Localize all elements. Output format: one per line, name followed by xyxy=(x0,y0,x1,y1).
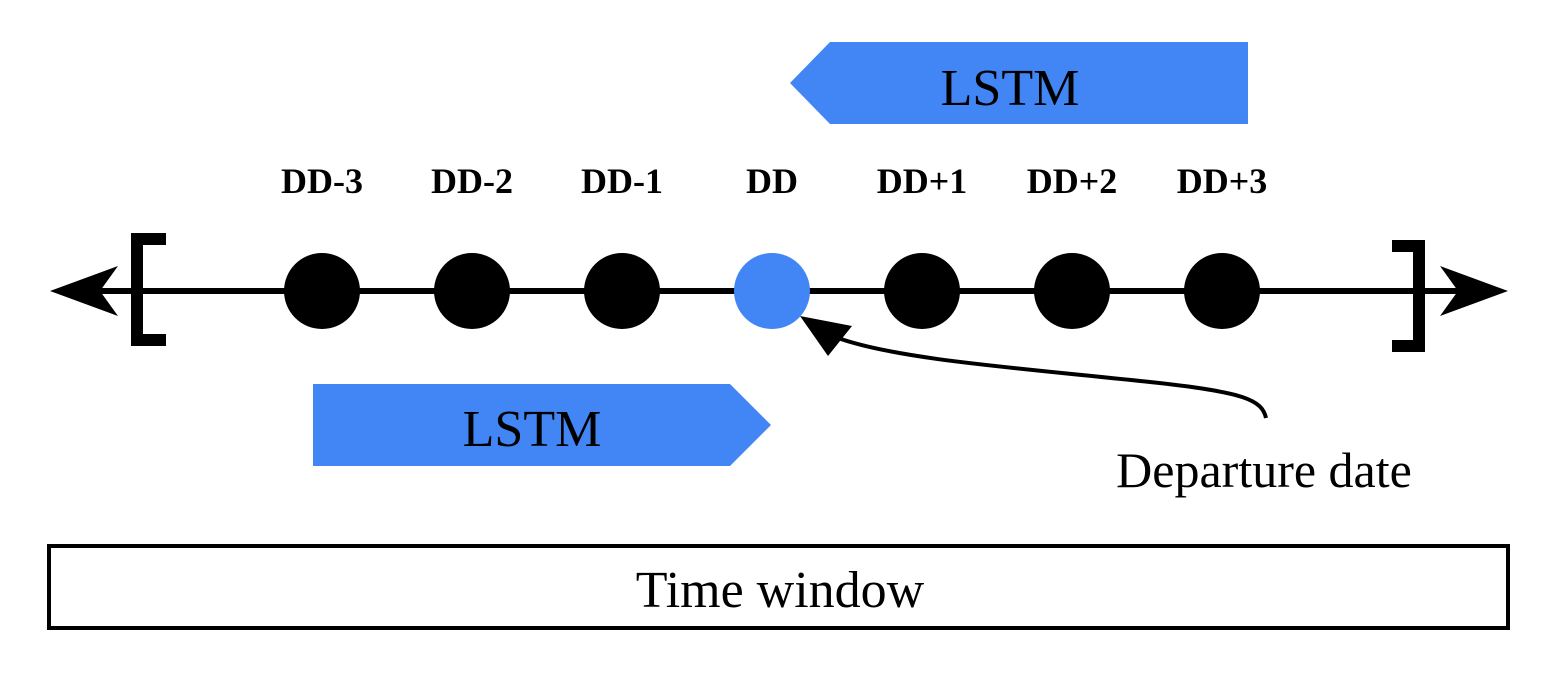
departure-day-dot xyxy=(734,253,810,329)
lstm-backward-label: LSTM xyxy=(941,60,1080,117)
day-label: DD+3 xyxy=(1177,161,1268,201)
day-dot xyxy=(884,253,960,329)
day-labels: DD-3 DD-2 DD-1 DD DD+1 DD+2 DD+3 xyxy=(281,161,1267,201)
lstm-forward-arrow-shape xyxy=(313,384,771,466)
departure-callout: Departure date xyxy=(800,316,1412,498)
time-window: Time window xyxy=(47,544,1510,630)
left-bracket-icon xyxy=(131,233,166,346)
callout-arrowhead-icon xyxy=(800,316,852,356)
right-bracket-icon xyxy=(1392,240,1425,352)
time-window-label: Time window xyxy=(636,562,925,619)
lstm-backward-arrow-shape xyxy=(790,42,1248,124)
callout-arrow-line xyxy=(837,336,1268,419)
left-arrowhead-icon xyxy=(50,266,118,316)
day-label: DD+2 xyxy=(1027,161,1118,201)
day-label: DD xyxy=(746,161,798,201)
lstm-backward: LSTM xyxy=(790,42,1248,124)
day-dot xyxy=(434,253,510,329)
day-label: DD+1 xyxy=(877,161,968,201)
day-dot xyxy=(1034,253,1110,329)
day-dot xyxy=(284,253,360,329)
day-dot xyxy=(1184,253,1260,329)
time-window-box xyxy=(47,544,1510,630)
day-dot xyxy=(584,253,660,329)
callout-label: Departure date xyxy=(1116,442,1412,498)
lstm-forward-label: LSTM xyxy=(463,401,602,458)
day-label: DD-2 xyxy=(431,161,513,201)
day-label: DD-3 xyxy=(281,161,363,201)
day-label: DD-1 xyxy=(581,161,663,201)
lstm-forward: LSTM xyxy=(313,384,771,466)
right-arrowhead-icon xyxy=(1440,266,1508,316)
day-dots xyxy=(284,253,1260,329)
